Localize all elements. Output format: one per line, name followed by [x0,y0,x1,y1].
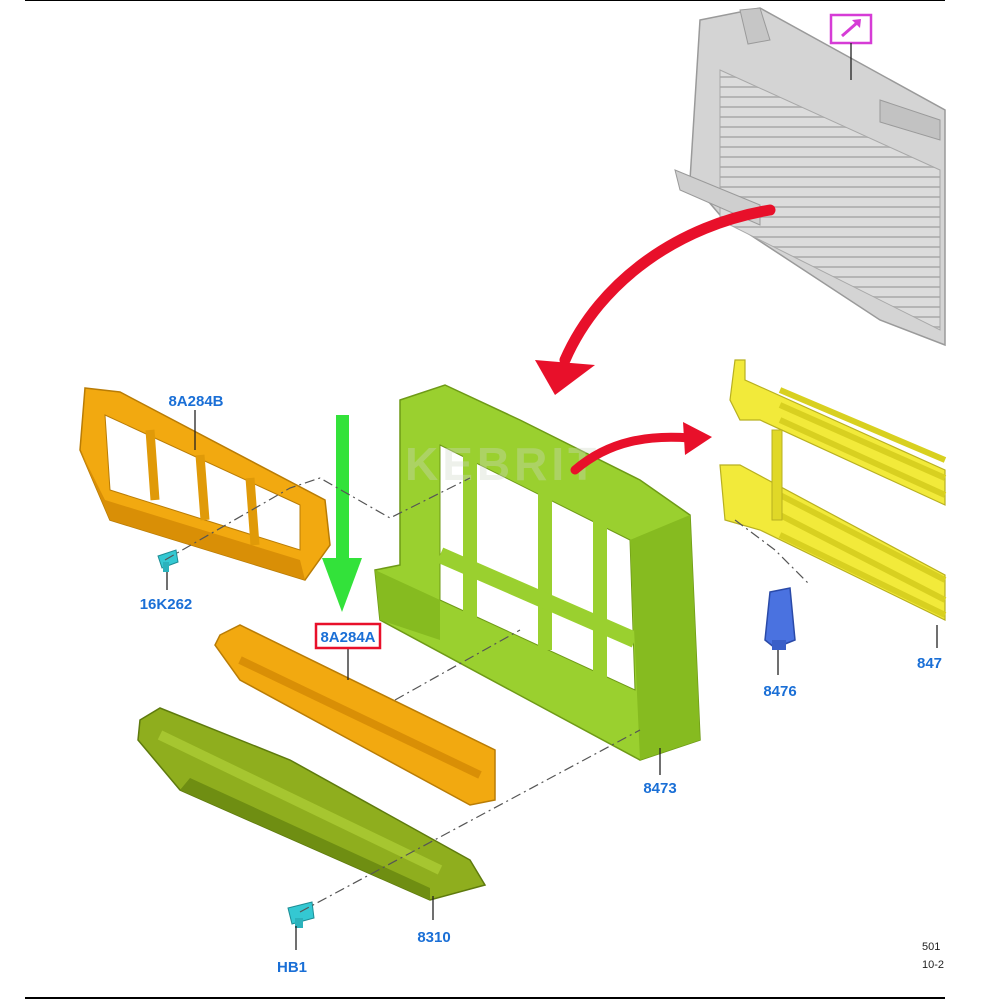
actuator-8476 [764,587,796,650]
red-arrow-radiator [559,204,776,366]
assembly-line-1 [164,477,471,561]
assembly-line-4 [734,519,811,586]
label-hb1[interactable]: HB1 [277,959,307,976]
label-8473[interactable]: 8473 [643,780,676,797]
green-arrow-shaft [336,415,349,565]
shutter-assembly-yellow [719,359,947,621]
label-16k262[interactable]: 16K262 [140,596,193,613]
undershield-8310 [137,707,487,901]
green-arrow-head [322,558,362,612]
highlight-box-8a284a[interactable] [314,622,382,650]
red-arrow-radiator-head [535,360,595,395]
assembly-line-3 [299,729,641,913]
pin-16k262 [157,549,179,572]
grille-bracket-8a284b [79,387,331,581]
label-8476[interactable]: 8476 [763,683,796,700]
watermark: KEBRIT [405,438,600,490]
label-8a284a[interactable]: 8A284A [320,629,375,646]
radiator-support-8473 [374,384,701,761]
radiator-assembly-gray [674,7,946,347]
red-arrow-shutter-head [683,422,712,455]
doc-code-line1: 501 [922,941,940,953]
label-8a284b[interactable]: 8A284B [168,393,223,410]
label-847[interactable]: 847 [917,655,942,672]
bar-8a284a [214,624,496,806]
bolt-hb1 [287,901,315,928]
expand-arrow-icon [841,19,861,38]
red-arrow-shutter [570,432,695,475]
label-8310[interactable]: 8310 [417,929,450,946]
doc-code-line2: 10-2 [922,959,944,971]
assembly-line-2 [394,629,521,701]
